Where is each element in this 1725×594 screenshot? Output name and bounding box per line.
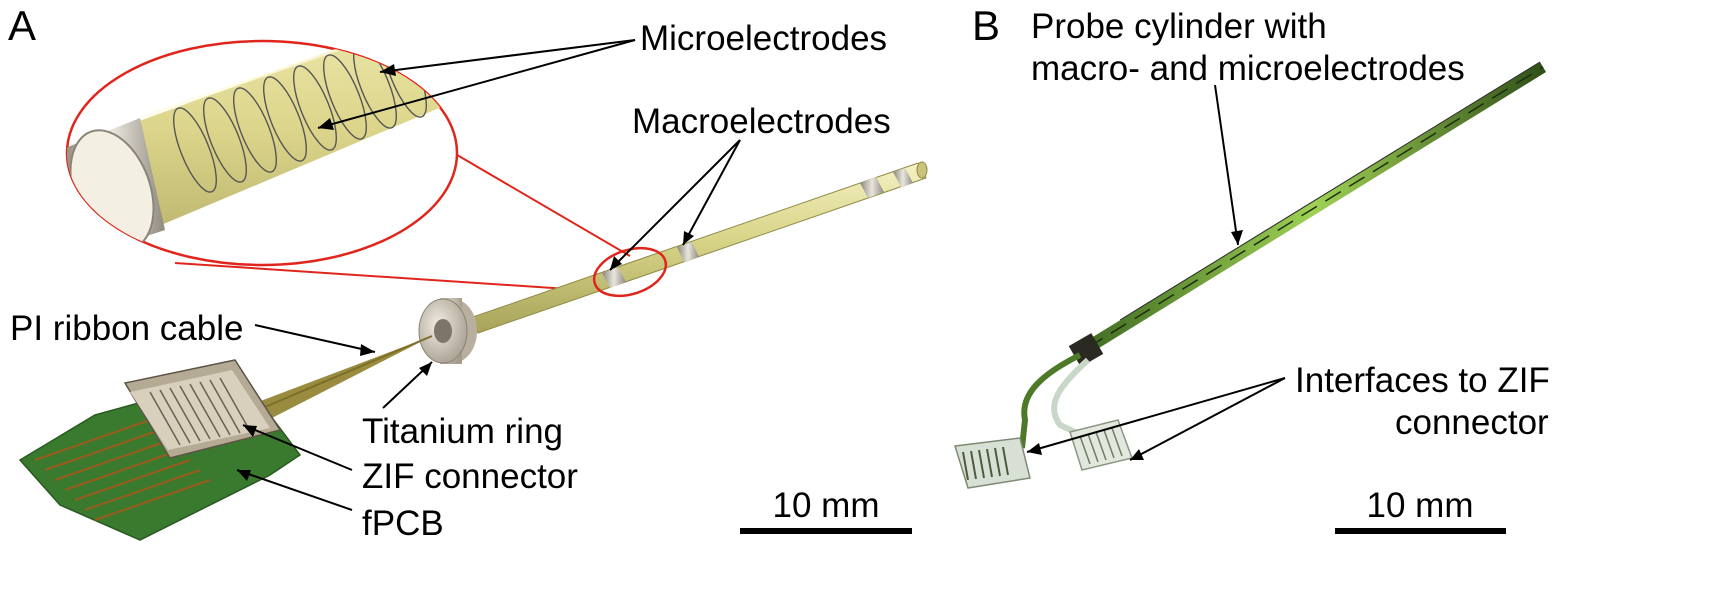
label-interfaces-line1: Interfaces to ZIF bbox=[1295, 361, 1550, 400]
panel-a: A bbox=[8, 2, 928, 543]
probe-shaft bbox=[469, 161, 928, 334]
scale-bar-b-label: 10 mm bbox=[1367, 486, 1474, 525]
scale-bar-a-label: 10 mm bbox=[773, 486, 880, 525]
ribbon-right bbox=[1051, 357, 1094, 443]
zoom-connector-bottom bbox=[174, 262, 599, 292]
scale-bar-b: 10 mm bbox=[1335, 486, 1506, 534]
zoom-region-marker bbox=[592, 246, 668, 298]
zif-connector bbox=[123, 359, 282, 459]
label-probe-cylinder-line1: Probe cylinder with bbox=[1031, 7, 1327, 46]
panel-b-pointers bbox=[1026, 84, 1286, 461]
panel-a-arrowheads bbox=[237, 64, 694, 481]
label-zif-connector: ZIF connector bbox=[362, 457, 578, 496]
label-interfaces-line2: connector bbox=[1395, 403, 1549, 442]
zoom-inset bbox=[65, 39, 459, 267]
scale-bar-a: 10 mm bbox=[740, 486, 912, 534]
label-microelectrodes: Microelectrodes bbox=[640, 19, 887, 58]
panel-b: B bbox=[954, 2, 1550, 534]
microelectrode-spiral bbox=[173, 41, 427, 193]
ribbon-left bbox=[1019, 352, 1082, 449]
zoomed-probe-tube bbox=[67, 41, 457, 255]
label-fpcb: fPCB bbox=[362, 504, 444, 543]
macroelectrode-band-1 bbox=[602, 267, 626, 288]
panel-a-pointers bbox=[236, 39, 741, 511]
macroelectrode-band-2 bbox=[677, 242, 699, 262]
label-pi-ribbon-cable: PI ribbon cable bbox=[10, 309, 243, 348]
interface-pad-left bbox=[954, 437, 1031, 489]
panel-a-letter: A bbox=[8, 2, 36, 49]
panel-b-letter: B bbox=[972, 2, 1000, 49]
pi-ribbon-cable bbox=[250, 336, 432, 420]
label-titanium-ring: Titanium ring bbox=[362, 412, 563, 451]
label-probe-cylinder-line2: macro- and microelectrodes bbox=[1031, 49, 1465, 88]
panel-b-arrowheads bbox=[1027, 230, 1243, 460]
probe-cylinder-photo bbox=[1083, 61, 1546, 353]
titanium-ring bbox=[418, 298, 477, 364]
label-macroelectrodes: Macroelectrodes bbox=[632, 102, 891, 141]
